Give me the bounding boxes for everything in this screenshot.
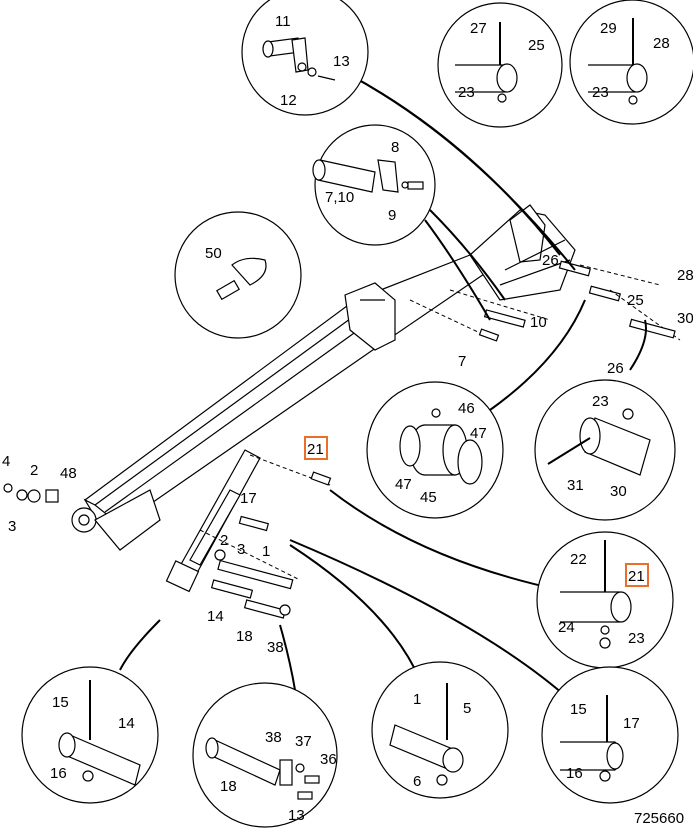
label-21b: 21 bbox=[628, 568, 645, 585]
label-6: 6 bbox=[413, 773, 421, 790]
figure-number: 725660 bbox=[634, 810, 684, 827]
label-13b: 13 bbox=[288, 807, 305, 824]
label-27: 27 bbox=[470, 20, 487, 37]
label-2b: 2 bbox=[220, 532, 228, 549]
label-8: 8 bbox=[391, 139, 399, 156]
label-7-10: 7,10 bbox=[325, 189, 354, 206]
label-11: 11 bbox=[275, 13, 291, 30]
label-50: 50 bbox=[205, 245, 222, 262]
label-23b: 23 bbox=[592, 84, 609, 101]
highlight-21-callout bbox=[625, 563, 649, 587]
leader-lines bbox=[119, 74, 647, 701]
label-21a: 21 bbox=[307, 441, 324, 458]
label-37: 37 bbox=[295, 733, 312, 750]
label-23d: 23 bbox=[628, 630, 645, 647]
label-23c: 23 bbox=[592, 393, 609, 410]
label-25b: 25 bbox=[627, 292, 644, 309]
label-4: 4 bbox=[2, 453, 10, 470]
callout-circles bbox=[21, 0, 693, 828]
label-46: 46 bbox=[458, 400, 475, 417]
callout-15-17 bbox=[541, 666, 679, 804]
label-25a: 25 bbox=[528, 37, 545, 54]
label-9: 9 bbox=[388, 207, 396, 224]
label-28b: 28 bbox=[677, 267, 693, 284]
label-14a: 14 bbox=[207, 608, 224, 625]
label-16a: 16 bbox=[50, 765, 67, 782]
left-parts bbox=[3, 483, 59, 503]
label-18a: 18 bbox=[236, 628, 253, 645]
callout-contents bbox=[58, 18, 651, 800]
label-17a: 17 bbox=[240, 490, 257, 507]
label-38a: 38 bbox=[267, 639, 284, 656]
label-10: 10 bbox=[530, 314, 547, 331]
callout-29-28 bbox=[569, 0, 693, 125]
boom-assembly bbox=[71, 204, 576, 551]
label-47b: 47 bbox=[395, 476, 412, 493]
label-47a: 47 bbox=[470, 425, 487, 442]
label-7a: 7 bbox=[458, 353, 466, 370]
callout-1-5 bbox=[371, 661, 509, 799]
label-15b: 15 bbox=[570, 701, 587, 718]
label-18b: 18 bbox=[220, 778, 237, 795]
callout-7-8 bbox=[314, 124, 436, 246]
label-28a: 28 bbox=[653, 35, 670, 52]
cylinder bbox=[165, 449, 261, 593]
label-30b: 30 bbox=[610, 483, 627, 500]
label-48: 48 bbox=[60, 465, 77, 482]
label-14b: 14 bbox=[118, 715, 135, 732]
label-3b: 3 bbox=[237, 541, 245, 558]
label-36: 36 bbox=[320, 751, 337, 768]
label-45: 45 bbox=[420, 489, 437, 506]
part-labels: 11 13 12 27 25 23 29 28 23 8 7,10 9 50 2… bbox=[2, 13, 693, 827]
label-13a: 13 bbox=[333, 53, 350, 70]
label-12: 12 bbox=[280, 92, 297, 109]
label-26b: 26 bbox=[607, 360, 624, 377]
label-3a: 3 bbox=[8, 518, 16, 535]
label-16b: 16 bbox=[566, 765, 583, 782]
callout-18-38 bbox=[192, 682, 338, 828]
highlight-21-boom bbox=[304, 436, 328, 460]
label-29: 29 bbox=[600, 20, 617, 37]
label-30a: 30 bbox=[677, 310, 693, 327]
label-22: 22 bbox=[570, 551, 587, 568]
label-31: 31 bbox=[567, 477, 584, 494]
label-1b: 1 bbox=[413, 691, 421, 708]
label-23a: 23 bbox=[458, 84, 475, 101]
label-2a: 2 bbox=[30, 462, 38, 479]
label-1a: 1 bbox=[262, 543, 270, 560]
label-24: 24 bbox=[558, 619, 575, 636]
label-17b: 17 bbox=[623, 715, 640, 732]
label-5: 5 bbox=[463, 700, 471, 717]
label-15a: 15 bbox=[52, 694, 69, 711]
label-38b: 38 bbox=[265, 729, 282, 746]
callout-50 bbox=[174, 211, 302, 339]
label-26a: 26 bbox=[542, 252, 559, 269]
